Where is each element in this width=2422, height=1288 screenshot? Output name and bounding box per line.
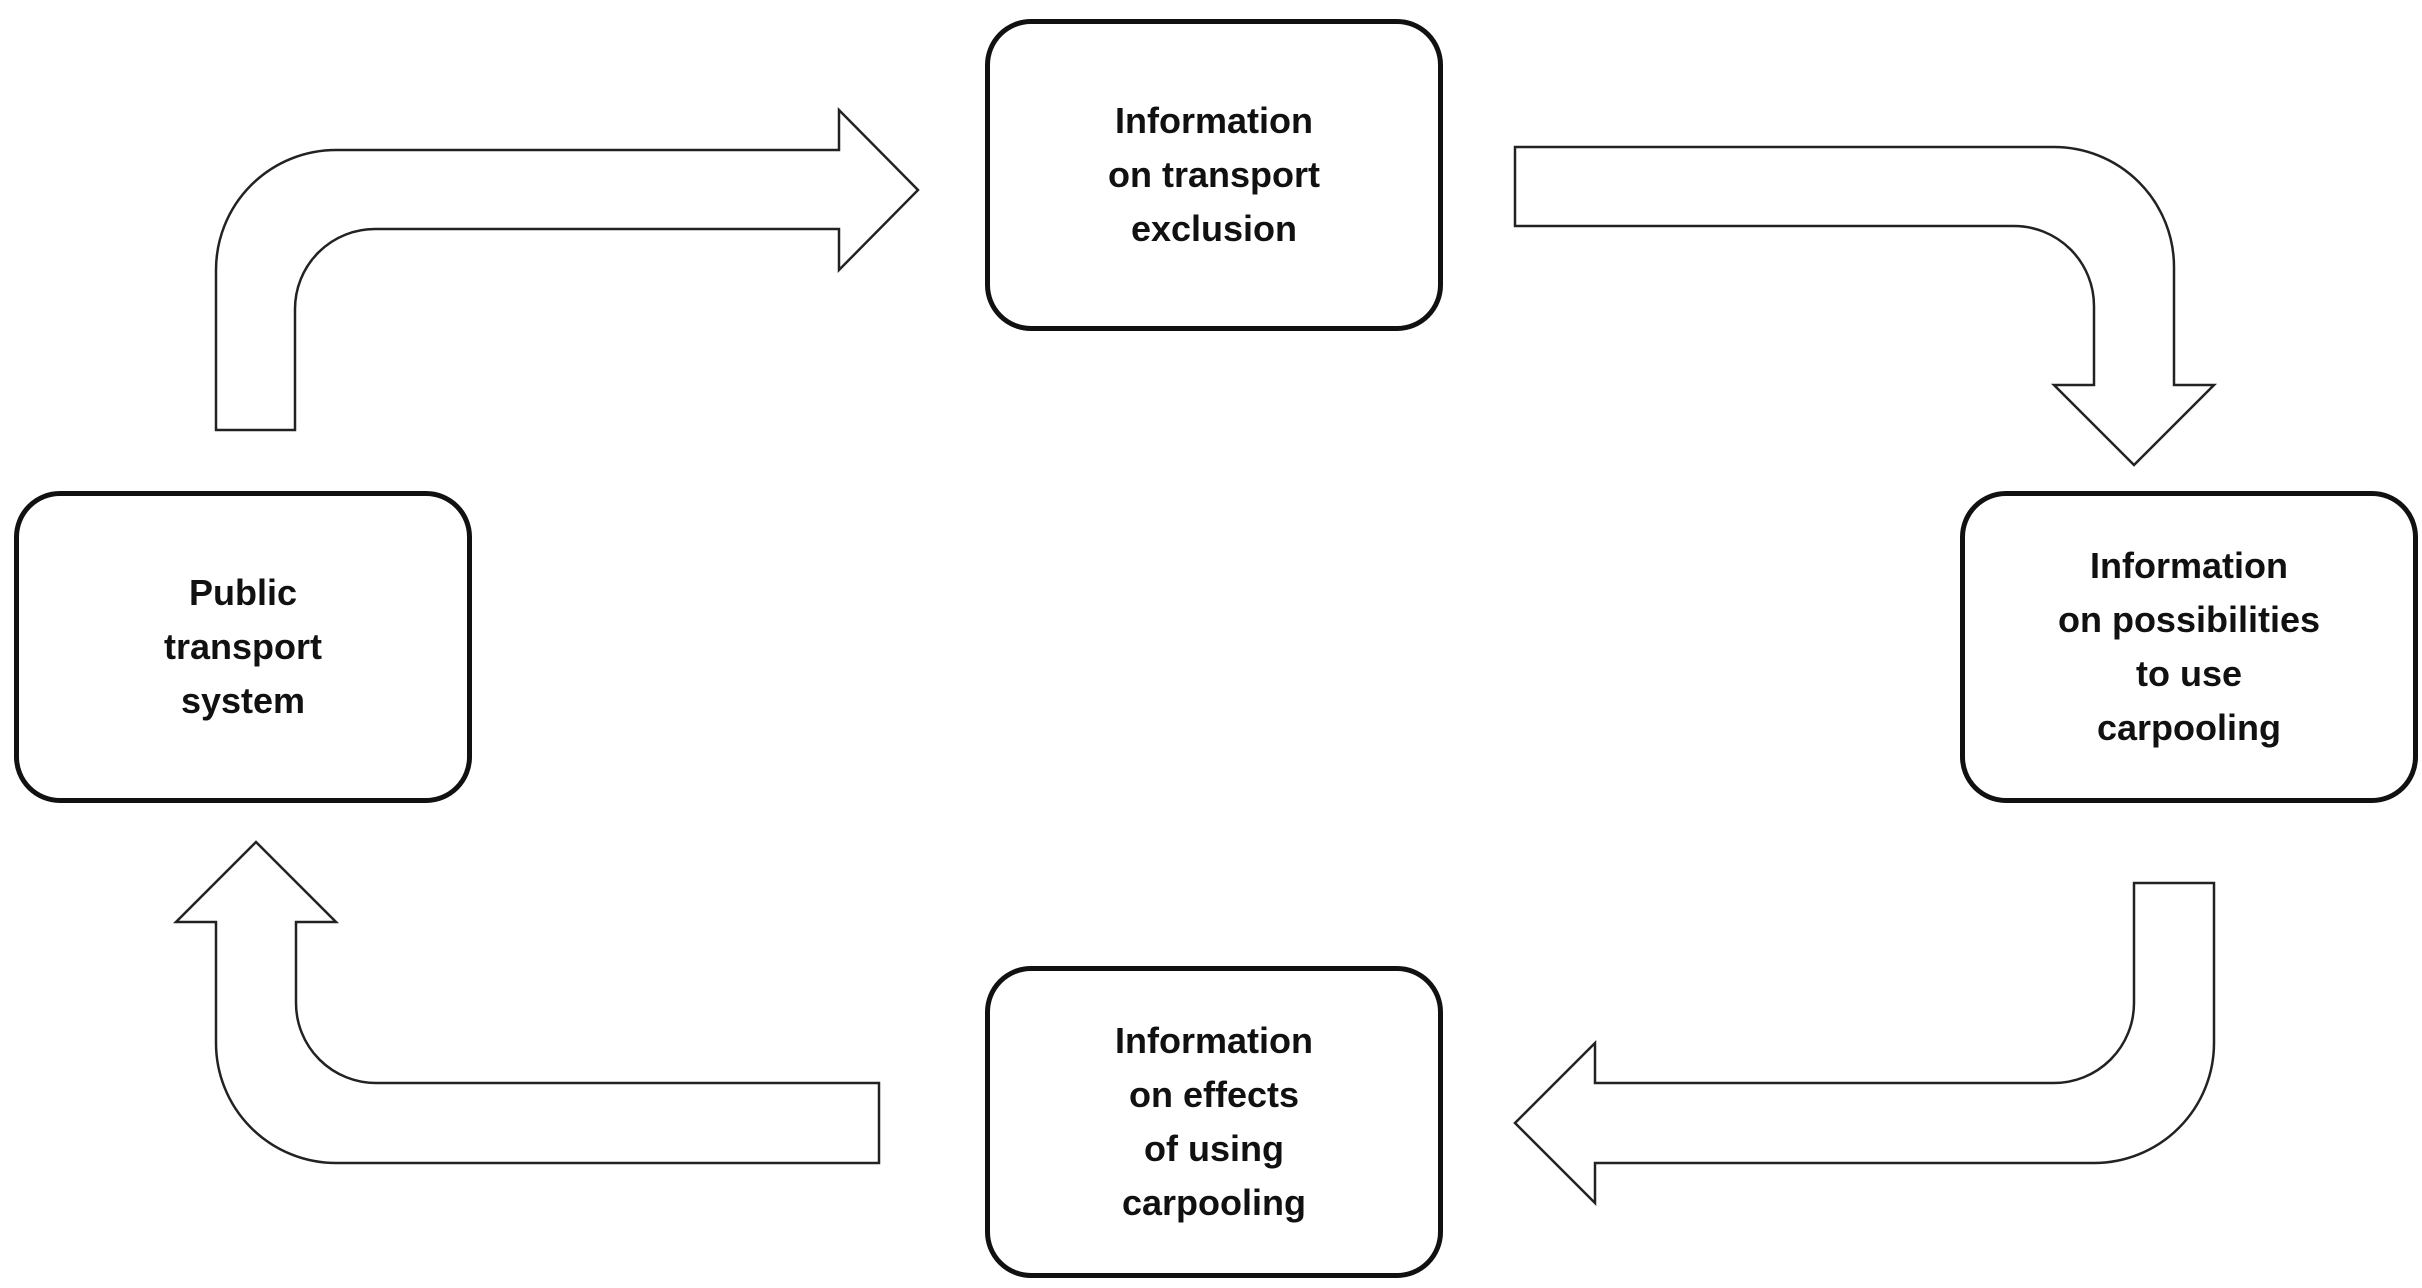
node-text-line: on possibilities — [2057, 599, 2321, 640]
node-carpooling-effects: Information on effects of using carpooli… — [985, 966, 1443, 1278]
node-text-line: to use — [2135, 653, 2242, 694]
node-text-line: Public — [188, 572, 297, 613]
node-text-line: system — [180, 680, 306, 721]
node-text-line: of using — [1144, 1128, 1284, 1169]
node-text-line: exclusion — [1130, 208, 1298, 249]
node-text-line: carpooling — [1121, 1182, 1306, 1223]
node-text-line: Information — [1115, 100, 1313, 141]
node-transport-exclusion: Information on transport exclusion — [985, 19, 1443, 331]
node-text-line: Information — [2090, 545, 2288, 586]
node-text-line: on transport — [1108, 154, 1320, 195]
node-text-line: carpooling — [2096, 707, 2281, 748]
node-public-transport-system: Public transport system — [14, 491, 472, 803]
node-text-line: Information — [1115, 1020, 1313, 1061]
node-carpooling-possibilities: Information on possibilities to use carp… — [1960, 491, 2418, 803]
node-text-line: transport — [163, 626, 322, 667]
node-text-line: on effects — [1128, 1074, 1300, 1115]
